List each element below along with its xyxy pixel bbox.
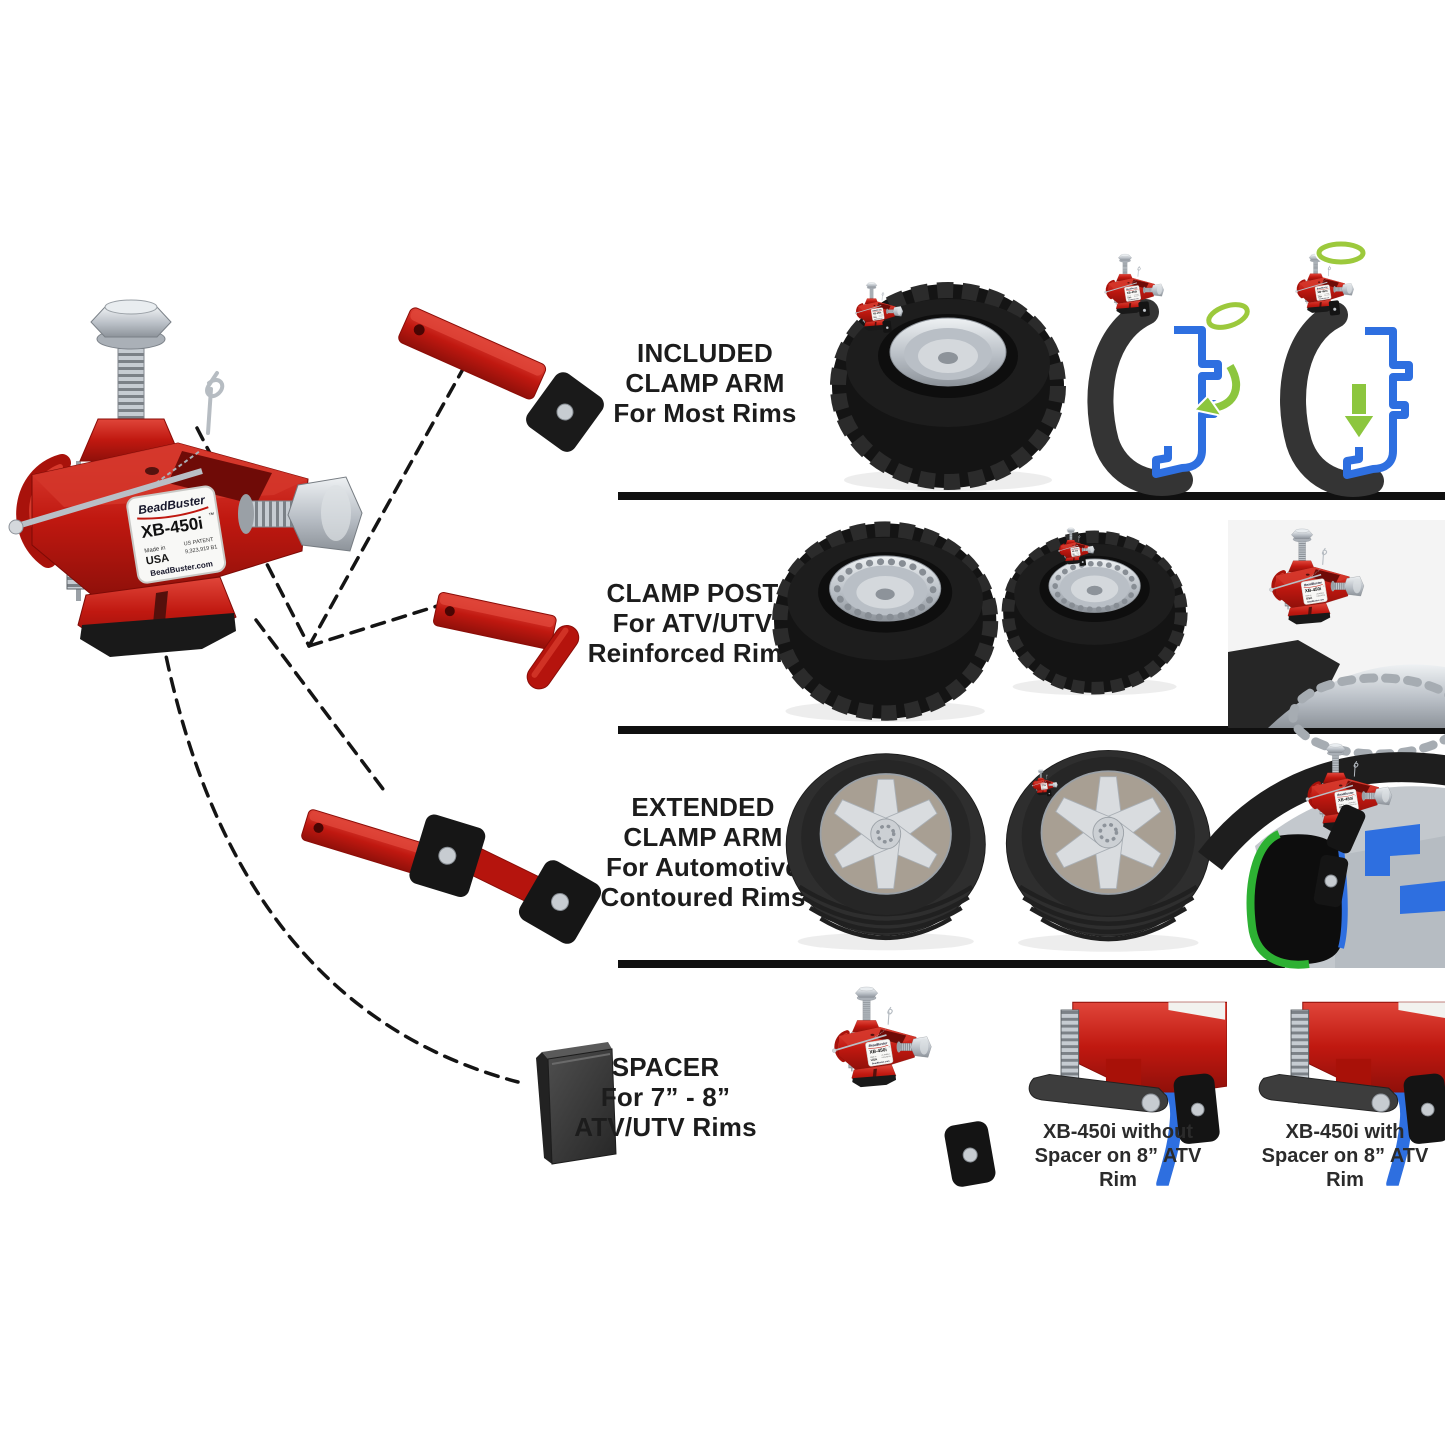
curved-arrow-icon <box>1191 362 1243 418</box>
title-line: EXTENDED <box>631 792 775 822</box>
tire-cutaway-diagram <box>1198 736 1445 969</box>
title-line: For ATV/UTV <box>612 608 773 638</box>
atv-tire-with-tool-image <box>828 268 1070 494</box>
rotate-arrow-icon <box>1315 240 1367 266</box>
title-line: CLAMP ARM <box>623 822 783 852</box>
tool-with-spacer-image <box>830 985 996 1187</box>
rim-cross-section-diagram-push <box>1087 258 1252 496</box>
caption-without-spacer: XB-450i without Spacer on 8” ATV Rim <box>1013 1120 1223 1192</box>
included-clamp-arm-illustration <box>398 307 604 452</box>
title-line: For Automotive <box>606 852 800 882</box>
row-divider <box>618 492 1445 500</box>
row-title-included-clamp-arm: INCLUDED CLAMP ARM For Most Rims <box>590 338 820 428</box>
title-line: Contoured Rims <box>600 882 806 912</box>
row-divider <box>618 960 1445 968</box>
beadlock-tire-image <box>770 508 1005 728</box>
extended-clamp-arm-illustration <box>301 809 602 944</box>
main-tool-illustration <box>6 293 366 673</box>
caption-line: XB-450i without <box>1042 1121 1193 1143</box>
clamp-post-illustration <box>433 592 580 690</box>
caption-line: Spacer on 8” ATV Rim <box>1261 1145 1429 1191</box>
caption-with-spacer: XB-450i with Spacer on 8” ATV Rim <box>1240 1120 1445 1192</box>
row-title-spacer: SPACER For 7” - 8” ATV/UTV Rims <box>553 1052 778 1142</box>
tool-on-beadlock-closeup-image <box>1228 520 1445 759</box>
title-line: For Most Rims <box>613 398 797 428</box>
title-line: For 7” - 8” <box>600 1082 731 1112</box>
beadlock-tire-with-tool-image <box>1000 518 1215 723</box>
title-line: INCLUDED <box>637 338 773 368</box>
auto-wheel-image <box>780 745 1005 967</box>
row-title-clamp-post: CLAMP POST For ATV/UTV Reinforced Rims <box>575 578 810 668</box>
title-line: CLAMP ARM <box>625 368 785 398</box>
title-line: Reinforced Rims <box>587 638 798 668</box>
caption-line: Spacer on 8” ATV Rim <box>1034 1145 1202 1191</box>
rotate-arrow-icon <box>1204 300 1252 332</box>
title-line: ATV/UTV Rims <box>574 1112 757 1142</box>
connector-to-included-clamp-arm <box>307 367 465 648</box>
connector-to-spacer <box>156 612 520 1084</box>
row-divider <box>618 726 1445 734</box>
down-arrow-icon <box>1341 382 1377 441</box>
spacer-illustration <box>536 1042 617 1165</box>
auto-wheel-with-tool-image <box>1000 742 1228 966</box>
rim-cross-section-diagram-press <box>1280 240 1413 497</box>
title-line: CLAMP POST <box>606 578 779 608</box>
connector-to-clamp-post <box>307 600 452 648</box>
title-line: SPACER <box>611 1052 720 1082</box>
row-title-extended-clamp-arm: EXTENDED CLAMP ARM For Automotive Contou… <box>578 792 828 912</box>
connector-to-extended-clamp-arm <box>254 618 388 795</box>
caption-line: XB-450i with <box>1285 1121 1405 1143</box>
